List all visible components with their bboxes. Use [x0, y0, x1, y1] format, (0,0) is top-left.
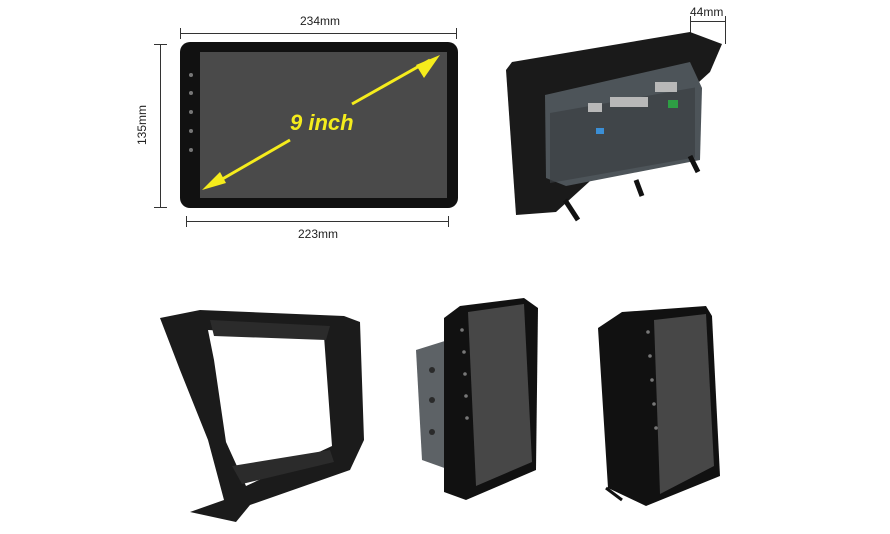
depth-dim-tick-left	[690, 16, 691, 34]
bottom-width-dim-line	[186, 221, 449, 222]
width-dim-tick-right	[456, 28, 457, 39]
width-dim-line	[180, 33, 457, 34]
width-dim-label: 234mm	[300, 14, 341, 28]
depth-dim-label: 44mm	[690, 5, 724, 19]
bottom-width-dim-tick-left	[186, 216, 187, 227]
depth-dim-tick-right	[725, 16, 726, 44]
height-dim-line	[160, 44, 161, 208]
bottom-width-dim-label: 223mm	[298, 227, 339, 241]
height-dim-tick-top	[154, 44, 167, 45]
height-dim-tick-bottom	[154, 207, 167, 208]
width-dim-tick-left	[180, 28, 181, 39]
screen-size-label: 9 inch	[290, 110, 354, 135]
bottom-width-dim-tick-right	[448, 216, 449, 227]
depth-dim-line	[690, 21, 726, 22]
